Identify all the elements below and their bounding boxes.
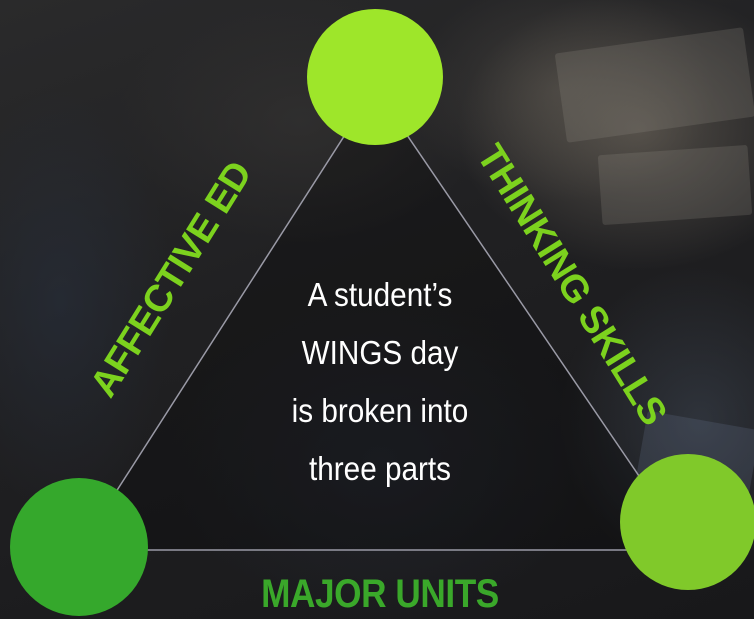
triangle-fill <box>78 88 690 550</box>
triangle-edge-right <box>374 87 689 549</box>
center-text-line: is broken into <box>291 392 469 429</box>
center-text-line: three parts <box>309 450 451 487</box>
center-text-line: A student’s <box>307 276 453 313</box>
top-circle <box>307 9 443 145</box>
center-text: A student’s WINGS day is broken into thr… <box>254 266 506 498</box>
center-text-line: WINGS day <box>301 334 459 371</box>
right-circle <box>620 454 754 590</box>
left-circle <box>10 478 148 616</box>
triangle-edge-left <box>79 87 376 549</box>
major-units-label: MAJOR UNITS <box>261 572 499 616</box>
